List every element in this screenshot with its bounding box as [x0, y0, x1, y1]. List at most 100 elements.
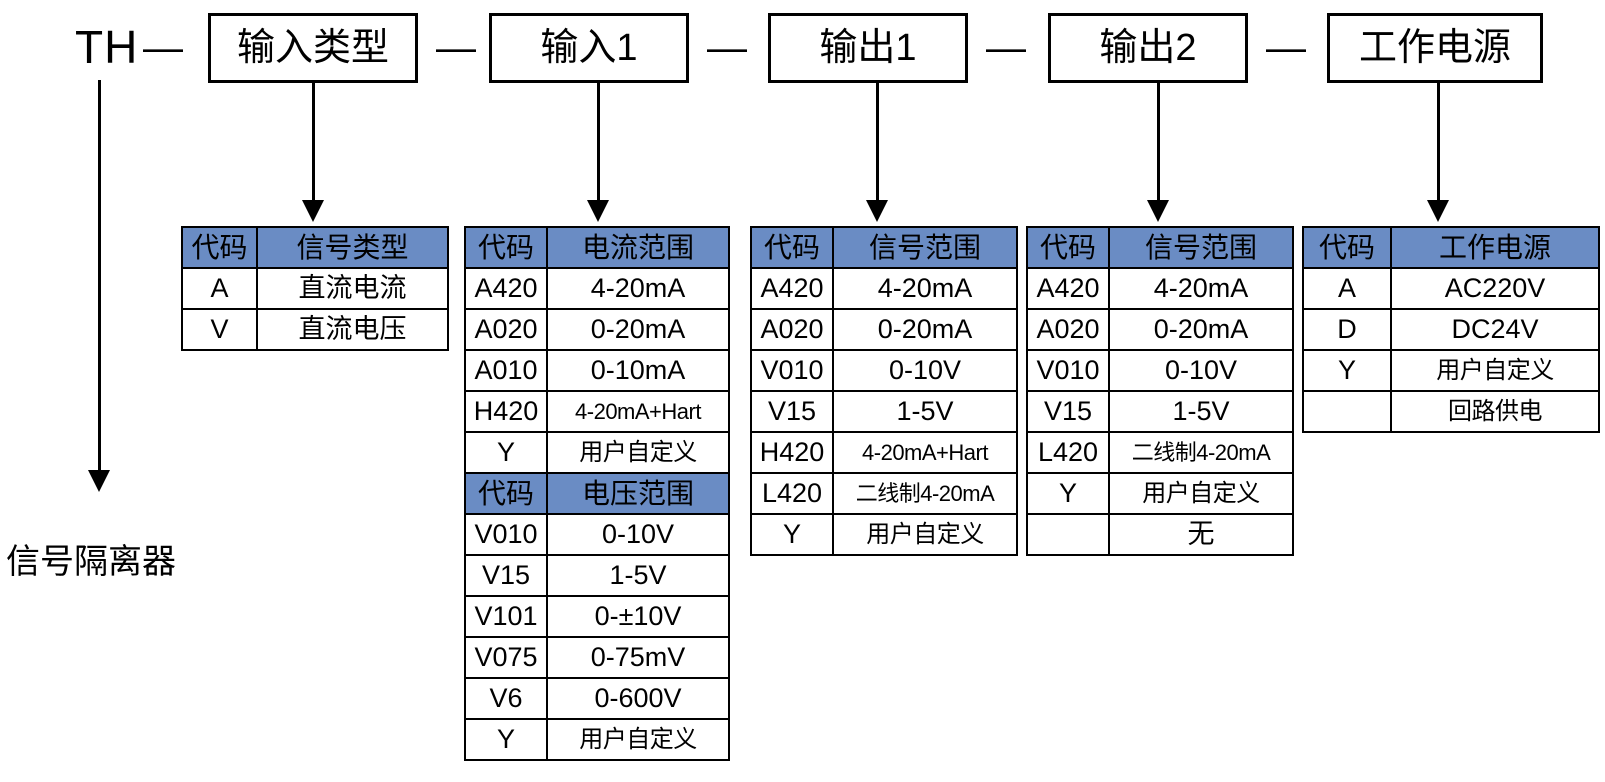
code-box-output-1[interactable]: 输出1: [768, 13, 968, 83]
header-code: 代码: [1302, 226, 1392, 269]
table-row[interactable]: V010 0-10V: [464, 513, 730, 556]
table-row[interactable]: Y 用户自定义: [464, 431, 730, 474]
connector-arrow-output-2: [1147, 200, 1169, 222]
cell-value: 4-20mA: [832, 267, 1018, 310]
table-power-supply: 代码 工作电源 A AC220V D DC24V Y 用户自定义 回路供电: [1302, 226, 1600, 433]
cell-code: A020: [1026, 308, 1110, 351]
cell-value: 无: [1108, 513, 1294, 556]
code-box-input-1[interactable]: 输入1: [489, 13, 689, 83]
separator-dash-3: —: [707, 26, 747, 70]
cell-code: H420: [464, 390, 548, 433]
cell-value: 0-±10V: [546, 595, 730, 638]
table-row[interactable]: V6 0-600V: [464, 677, 730, 720]
table-row[interactable]: H420 4-20mA+Hart: [464, 390, 730, 433]
cell-code: L420: [750, 472, 834, 515]
table-row[interactable]: A020 0-20mA: [1026, 308, 1294, 351]
table-row[interactable]: A420 4-20mA: [1026, 267, 1294, 310]
table-row[interactable]: V15 1-5V: [464, 554, 730, 597]
table-header-row: 代码 电流范围: [464, 226, 730, 269]
cell-value: 0-10V: [546, 513, 730, 556]
cell-value: 0-600V: [546, 677, 730, 720]
header-signal-type: 信号类型: [256, 226, 449, 269]
cell-value: 0-10mA: [546, 349, 730, 392]
table-input-type: 代码 信号类型 A 直流电流 V 直流电压: [181, 226, 449, 351]
cell-code: [1302, 390, 1392, 433]
cell-value: 二线制4-20mA: [832, 472, 1018, 515]
cell-code: Y: [464, 431, 548, 474]
cell-value: 4-20mA+Hart: [832, 431, 1018, 474]
cell-code: V15: [464, 554, 548, 597]
table-row[interactable]: V15 1-5V: [750, 390, 1018, 433]
cell-code: V: [181, 308, 258, 351]
table-row[interactable]: A AC220V: [1302, 267, 1600, 310]
cell-value: DC24V: [1390, 308, 1600, 351]
cell-code: V15: [1026, 390, 1110, 433]
table-row[interactable]: A 直流电流: [181, 267, 449, 310]
connector-arrow-product: [88, 470, 110, 492]
cell-code: Y: [750, 513, 834, 556]
cell-value: 0-20mA: [1108, 308, 1294, 351]
header-signal-range: 信号范围: [1108, 226, 1294, 269]
table-header-row: 代码 工作电源: [1302, 226, 1600, 269]
table-row[interactable]: A420 4-20mA: [464, 267, 730, 310]
table-header-row: 代码 信号范围: [750, 226, 1018, 269]
cell-code: V010: [750, 349, 834, 392]
cell-code: Y: [464, 718, 548, 761]
cell-code: Y: [1026, 472, 1110, 515]
cell-code: H420: [750, 431, 834, 474]
table-row[interactable]: Y 用户自定义: [1302, 349, 1600, 392]
cell-value: 1-5V: [1108, 390, 1294, 433]
table-row[interactable]: Y 用户自定义: [750, 513, 1018, 556]
table-row[interactable]: V 直流电压: [181, 308, 449, 351]
cell-code: D: [1302, 308, 1392, 351]
table-header-row: 代码 电压范围: [464, 472, 730, 515]
table-row[interactable]: A020 0-20mA: [464, 308, 730, 351]
cell-value: AC220V: [1390, 267, 1600, 310]
cell-value: 用户自定义: [832, 513, 1018, 556]
table-row[interactable]: A010 0-10mA: [464, 349, 730, 392]
table-row[interactable]: V010 0-10V: [1026, 349, 1294, 392]
table-row[interactable]: A420 4-20mA: [750, 267, 1018, 310]
separator-dash-2: —: [436, 26, 476, 70]
cell-code: V075: [464, 636, 548, 679]
cell-code: V101: [464, 595, 548, 638]
code-box-output-2[interactable]: 输出2: [1048, 13, 1248, 83]
cell-code: A420: [750, 267, 834, 310]
table-row[interactable]: H420 4-20mA+Hart: [750, 431, 1018, 474]
table-row[interactable]: V15 1-5V: [1026, 390, 1294, 433]
table-row[interactable]: 无: [1026, 513, 1294, 556]
table-row[interactable]: V075 0-75mV: [464, 636, 730, 679]
table-row[interactable]: 回路供电: [1302, 390, 1600, 433]
table-header-row: 代码 信号类型: [181, 226, 449, 269]
cell-code: A010: [464, 349, 548, 392]
connector-line-output-1: [876, 83, 879, 205]
cell-code: V010: [464, 513, 548, 556]
cell-code: A020: [464, 308, 548, 351]
header-code: 代码: [464, 226, 548, 269]
code-box-input-type[interactable]: 输入类型: [208, 13, 418, 83]
table-row[interactable]: L420 二线制4-20mA: [750, 472, 1018, 515]
cell-value: 4-20mA: [546, 267, 730, 310]
table-header-row: 代码 信号范围: [1026, 226, 1294, 269]
code-box-power-supply-label: 工作电源: [1358, 27, 1511, 69]
code-box-power-supply[interactable]: 工作电源: [1327, 13, 1543, 83]
table-row[interactable]: A020 0-20mA: [750, 308, 1018, 351]
table-row[interactable]: D DC24V: [1302, 308, 1600, 351]
cell-value: 用户自定义: [546, 431, 730, 474]
table-row[interactable]: L420 二线制4-20mA: [1026, 431, 1294, 474]
cell-value: 用户自定义: [1390, 349, 1600, 392]
model-prefix-label: TH: [75, 21, 139, 73]
table-row[interactable]: V010 0-10V: [750, 349, 1018, 392]
header-power-supply: 工作电源: [1390, 226, 1600, 269]
connector-arrow-input-1: [587, 200, 609, 222]
cell-value: 0-20mA: [832, 308, 1018, 351]
code-box-input-1-label: 输入1: [540, 27, 638, 69]
table-row[interactable]: Y 用户自定义: [464, 718, 730, 761]
cell-code: A020: [750, 308, 834, 351]
cell-code: A420: [1026, 267, 1110, 310]
table-row[interactable]: V101 0-±10V: [464, 595, 730, 638]
table-input1-voltage-range: 代码 电压范围 V010 0-10V V15 1-5V V101 0-±10V …: [464, 472, 730, 761]
table-row[interactable]: Y 用户自定义: [1026, 472, 1294, 515]
cell-code: V15: [750, 390, 834, 433]
cell-value: 直流电压: [256, 308, 449, 351]
